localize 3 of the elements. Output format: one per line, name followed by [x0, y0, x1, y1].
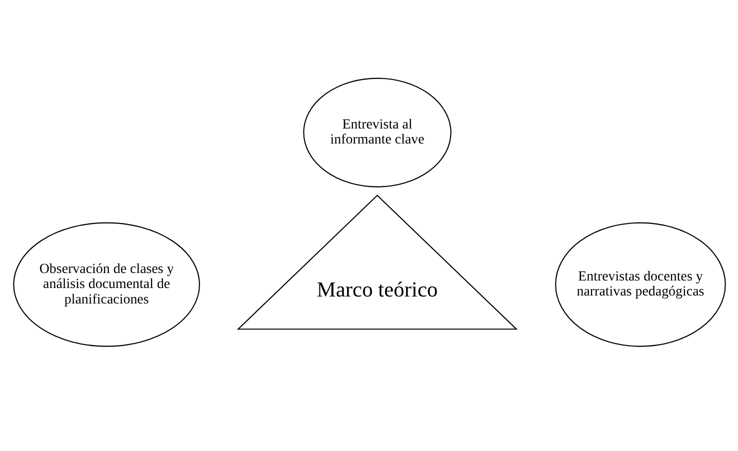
node-ellipse: Observación de clases y análisis documental de planificaciones [12, 222, 200, 346]
node-ellipse: Entrevista al informante clave [302, 77, 451, 187]
node-ellipse: Entrevistas docentes y narrativas pedagógicas [554, 222, 726, 346]
